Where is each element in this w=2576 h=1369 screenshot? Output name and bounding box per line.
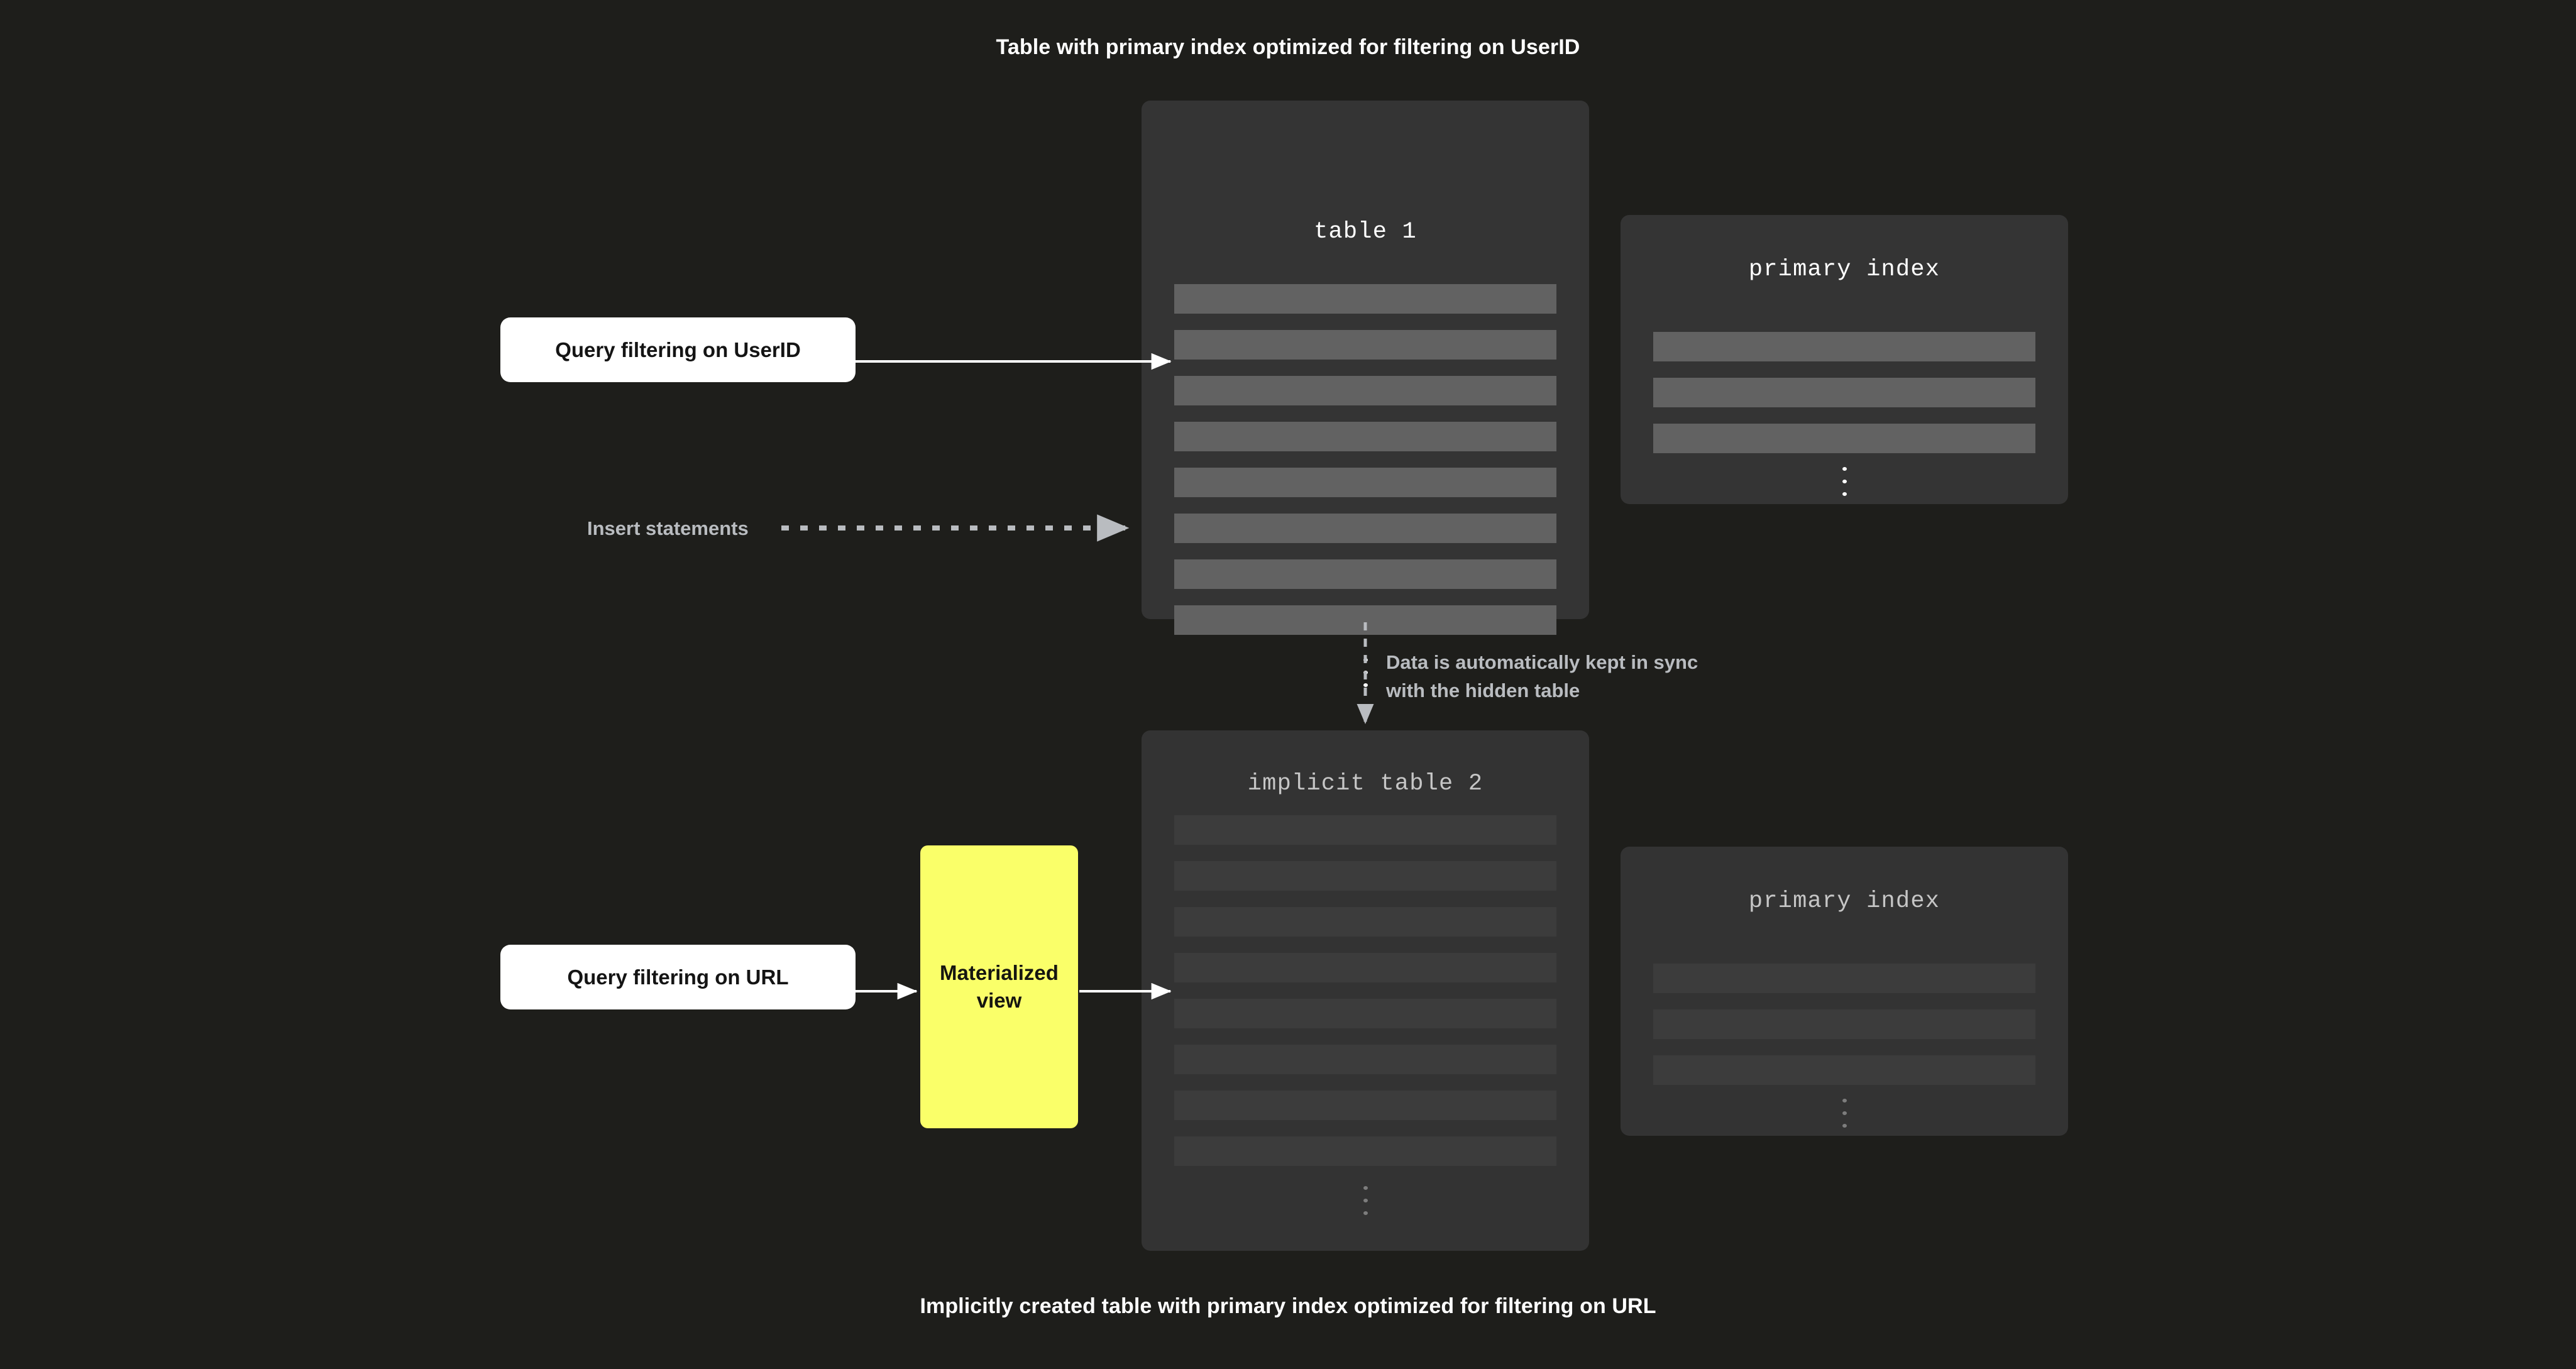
table-row [1653,332,2035,361]
table-row [1174,999,1556,1028]
table-row [1653,378,2035,407]
table-row [1653,424,2035,453]
top-caption: Table with primary index optimized for f… [996,35,1580,59]
table-row [1653,1009,2035,1039]
table2-panel: implicit table 2 [1142,730,1589,1251]
table2-primary-index-panel: primary index [1621,847,2068,1136]
table-row [1653,1055,2035,1085]
table-row [1174,468,1556,497]
table-row [1174,861,1556,891]
table-row [1174,907,1556,937]
table-row [1174,559,1556,589]
vertical-ellipsis-icon [1142,1182,1589,1219]
table-row [1174,1136,1556,1166]
table-row [1174,1045,1556,1074]
query-filtering-on-userid-box[interactable]: Query filtering on UserID [500,317,856,382]
table-row [1174,514,1556,543]
table2-title: implicit table 2 [1247,771,1483,797]
table1-primary-index-rows [1621,332,2068,470]
table-row [1174,953,1556,982]
vertical-ellipsis-icon [1621,1094,2068,1132]
table-row [1174,330,1556,360]
table1-panel: table 1 [1142,101,1589,687]
table-row [1174,1091,1556,1120]
sync-note-label: Data is automatically kept in sync with … [1386,651,1698,701]
table-row [1174,815,1556,845]
table-row [1174,422,1556,451]
table1-primary-index-panel: primary index [1621,215,2068,504]
table2-rows [1142,815,1589,1182]
table-row [1653,964,2035,993]
table-row [1174,284,1556,314]
table-row [1174,376,1556,405]
table2-primary-index-title: primary index [1748,888,1940,915]
table1-rows [1142,284,1589,651]
insert-statements-label: Insert statements [587,517,749,539]
bottom-caption: Implicitly created table with primary in… [920,1294,1656,1318]
table1-title: table 1 [1314,219,1417,245]
table1-primary-index-title: primary index [1748,256,1940,283]
vertical-ellipsis-icon [1621,463,2068,500]
materialized-view-box[interactable]: Materialized view [920,845,1078,1128]
table-row [1174,605,1556,635]
query-filtering-on-url-box[interactable]: Query filtering on URL [500,945,856,1009]
table2-primary-index-rows [1621,964,2068,1101]
